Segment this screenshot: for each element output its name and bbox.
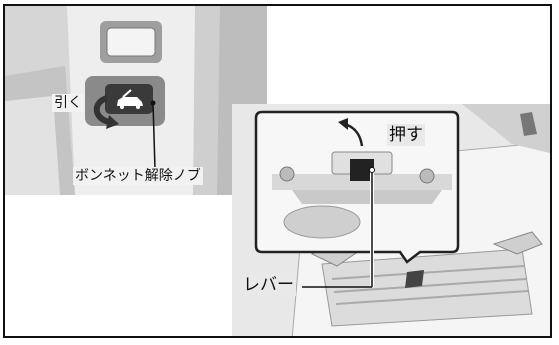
lever-label: レバー	[241, 274, 296, 296]
open-hood-car-icon	[117, 89, 143, 109]
floor-mat	[5, 96, 60, 195]
pull-label: 引く	[52, 94, 84, 112]
hood-release-knob-label: ボンネット解除ノブ	[73, 167, 203, 185]
knob-leader-line	[152, 102, 156, 170]
vehicle-front-illustration	[232, 104, 550, 336]
illustration-frame: 引く ボンネット解除ノブ 押す レバー	[3, 4, 552, 338]
hood-lever	[350, 159, 374, 181]
headlight-right	[492, 231, 543, 255]
pull-arrow	[93, 95, 111, 125]
emblem	[405, 270, 424, 288]
vehicle-front-drawing	[232, 104, 550, 336]
push-arrow-head	[338, 118, 348, 130]
side-mirror	[520, 112, 537, 136]
push-label: 押す	[387, 124, 425, 146]
pull-arrow-head	[106, 115, 119, 129]
upper-switch	[106, 27, 156, 57]
